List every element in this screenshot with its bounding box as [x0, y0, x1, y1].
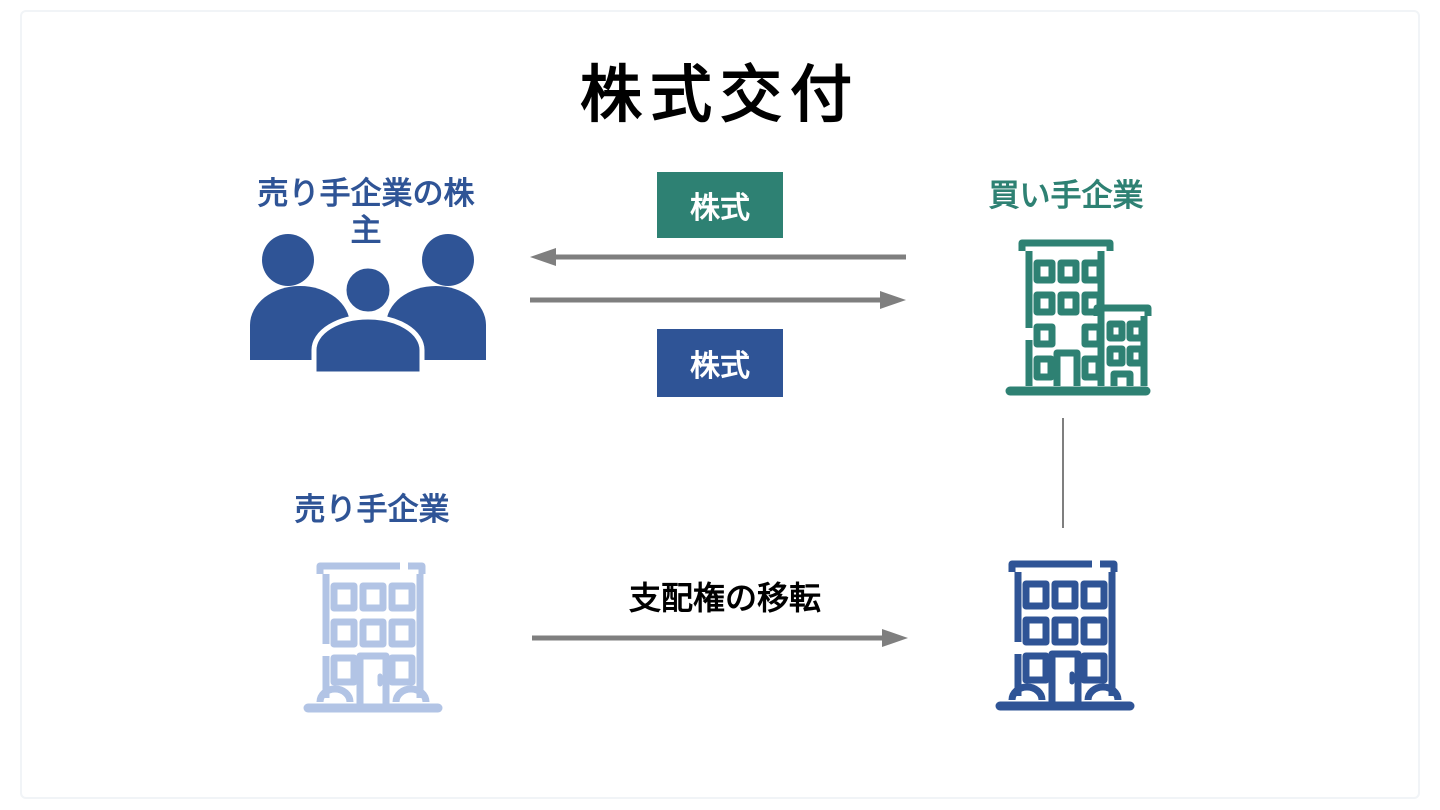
apartment-building-icon-light [300, 556, 446, 723]
shares-tag-green-label: 株式 [690, 192, 750, 225]
arrow-left-icon [528, 247, 908, 267]
people-group-icon [248, 228, 488, 379]
apartment-building-icon-dark [992, 554, 1138, 721]
arrow-right-icon [528, 290, 908, 310]
vertical-connector-line [1062, 418, 1064, 528]
arrow-right-icon [530, 628, 910, 648]
office-building-icon [1000, 232, 1156, 403]
page-title: 株式交付 [579, 61, 860, 130]
shares-tag-blue: 株式 [657, 329, 783, 397]
seller-company-label: 売り手企業 [294, 492, 450, 527]
buyer-company-label: 買い手企業 [988, 178, 1144, 213]
seller-shareholders-label: 売り手企業の株主 [257, 176, 475, 248]
control-transfer-label: 支配権の移転 [628, 580, 821, 616]
shares-tag-blue-label: 株式 [690, 350, 750, 383]
shares-tag-green: 株式 [657, 172, 783, 238]
